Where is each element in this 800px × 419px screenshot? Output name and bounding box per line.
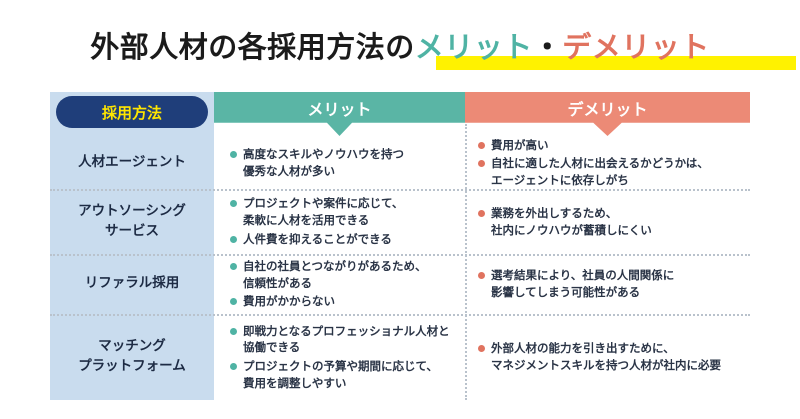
title-main: 外部人材の各採用方法の [90, 30, 415, 64]
merit-line: 信頼性がある [243, 275, 312, 290]
title-separator: ・ [532, 30, 563, 64]
demerit-item: 費用が高い [478, 137, 748, 154]
title-demerit: デメリット [562, 30, 710, 64]
method-header: 採用方法 [56, 96, 208, 128]
merit-cell: プロジェクトや案件に応じて、柔軟に人材を活用できる人件費を抑えることができる [230, 189, 462, 254]
row-divider [50, 189, 750, 191]
demerit-line: マネジメントスキルを持つ人材が社内に必要 [491, 358, 721, 372]
method-label-line: マッチング [98, 338, 166, 355]
demerit-text: 選考結果により、社員の人間関係に影響してしまう可能性がある [491, 267, 674, 300]
demerit-cell: 選考結果により、社員の人間関係に影響してしまう可能性がある [478, 254, 748, 314]
method-label: マッチングプラットフォーム [50, 314, 214, 400]
method-label-line: 人材エージェント [78, 153, 186, 170]
merit-line: 人件費を抑えることができる [243, 231, 392, 246]
demerit-line: エージェントに依存しがち [491, 172, 629, 187]
merit-cell: 即戦力となるプロフェッショナル人材と協働できるプロジェクトの予算や期間に応じて、… [230, 314, 462, 400]
method-label-line: プラットフォーム [78, 358, 186, 374]
merit-line: 協働できる [243, 340, 301, 355]
demerit-line: 選考結果により、社員の人間関係に [491, 268, 675, 283]
bullet-dot-icon [478, 141, 485, 149]
bullet-dot-icon [478, 160, 485, 168]
demerit-line: 自社に適した人材に出会えるかどうかは、 [491, 156, 709, 171]
merit-line: 柔軟に人材を活用できる [243, 213, 370, 228]
bullet-dot-icon [230, 150, 237, 158]
bullet-dot-icon [230, 327, 237, 335]
merit-item: プロジェクトの予算や期間に応じて、費用を調整しやすい [230, 358, 462, 391]
demerit-line: 影響してしまう可能性がある [491, 285, 641, 299]
merit-cell: 自社の社員とつながりがあるため、信頼性がある費用がかからない [230, 254, 462, 314]
demerit-text: 外部人材の能力を引き出すために、マネジメントスキルを持つ人材が社内に必要 [491, 340, 721, 373]
method-label-text: 人材エージェント [78, 153, 186, 173]
demerit-cell: 外部人材の能力を引き出すために、マネジメントスキルを持つ人材が社内に必要 [478, 314, 748, 400]
merit-item: 即戦力となるプロフェッショナル人材と協働できる [230, 323, 462, 356]
demerit-item: 選考結果により、社員の人間関係に影響してしまう可能性がある [478, 267, 748, 300]
demerit-cell: 費用が高い自社に適した人材に出会えるかどうかは、エージェントに依存しがち [478, 136, 748, 189]
demerit-line: 外部人材の能力を引き出すために、 [491, 341, 675, 356]
bullet-dot-icon [478, 272, 485, 280]
method-label-text: リファラル採用 [85, 274, 180, 294]
demerit-text: 自社に適した人材に出会えるかどうかは、エージェントに依存しがち [491, 155, 709, 188]
merit-line: 費用を調整しやすい [243, 375, 347, 390]
merit-line: 高度なスキルやノウハウを持つ [243, 146, 404, 161]
merit-text: 高度なスキルやノウハウを持つ優秀な人材が多い [243, 146, 404, 179]
column-divider [465, 124, 467, 400]
title-merit: メリット [414, 30, 533, 64]
method-label-line: アウトソーシング [78, 202, 186, 219]
merit-item: 人件費を抑えることができる [230, 231, 462, 248]
merit-line: プロジェクトや案件に応じて、 [243, 196, 404, 211]
demerit-line: 費用が高い [491, 137, 549, 152]
method-column [50, 92, 214, 400]
method-label-line: リファラル採用 [84, 275, 180, 292]
merit-item: プロジェクトや案件に応じて、柔軟に人材を活用できる [230, 195, 462, 228]
comparison-table: 採用方法 メリット デメリット 人材エージェント 高度なスキルやノウハウを持つ優秀… [50, 92, 750, 400]
demerit-item: 自社に適した人材に出会えるかどうかは、エージェントに依存しがち [478, 155, 748, 188]
merit-item: 高度なスキルやノウハウを持つ優秀な人材が多い [230, 146, 462, 179]
merit-text: 即戦力となるプロフェッショナル人材と協働できる [243, 323, 450, 356]
bullet-dot-icon [230, 363, 237, 370]
merit-header: メリット [307, 99, 372, 119]
row-divider [50, 314, 750, 316]
demerit-item: 外部人材の能力を引き出すために、マネジメントスキルを持つ人材が社内に必要 [478, 340, 748, 373]
merit-item: 費用がかからない [230, 293, 462, 310]
merit-text: 人件費を抑えることができる [243, 231, 392, 248]
merit-line: 費用がかからない [243, 294, 335, 309]
merit-text: プロジェクトや案件に応じて、柔軟に人材を活用できる [243, 195, 403, 228]
bullet-dot-icon [230, 235, 237, 243]
bullet-dot-icon [478, 345, 485, 353]
bullet-dot-icon [478, 209, 485, 217]
bullet-dot-icon [230, 298, 237, 306]
merit-text: 費用がかからない [243, 293, 335, 310]
merit-line: 優秀な人材が多い [243, 163, 335, 178]
demerit-item: 業務を外出しするため、社内にノウハウが蓄積しにくい [478, 205, 748, 238]
demerit-text: 業務を外出しするため、社内にノウハウが蓄積しにくい [491, 205, 652, 238]
merit-text: 自社の社員とつながりがあるため、信頼性がある [243, 258, 427, 291]
merit-cell: 高度なスキルやノウハウを持つ優秀な人材が多い [230, 136, 462, 189]
title-text: 外部人材の各採用方法のメリット・デメリット [90, 22, 797, 72]
page-title: 外部人材の各採用方法のメリット・デメリット [0, 22, 800, 72]
method-label-text: アウトソーシングサービス [78, 202, 186, 241]
demerit-cell: 業務を外出しするため、社内にノウハウが蓄積しにくい [478, 189, 748, 254]
demerit-header: デメリット [567, 99, 648, 119]
method-label: アウトソーシングサービス [50, 189, 214, 254]
merit-item: 自社の社員とつながりがあるため、信頼性がある [230, 258, 462, 291]
merit-line: 自社の社員とつながりがあるため、 [243, 258, 427, 273]
bullet-dot-icon [230, 262, 237, 270]
merit-line: 即戦力となるプロフェッショナル人材と [243, 323, 450, 338]
row-divider [50, 254, 750, 256]
bullet-dot-icon [230, 200, 237, 208]
title-highlight-bar [436, 56, 797, 70]
merit-line: プロジェクトの予算や期間に応じて、 [243, 359, 438, 373]
demerit-line: 業務を外出しするため、 [491, 205, 618, 220]
demerit-line: 社内にノウハウが蓄積しにくい [491, 222, 652, 237]
merit-text: プロジェクトの予算や期間に応じて、費用を調整しやすい [243, 358, 438, 391]
method-label-line: サービス [104, 222, 159, 239]
method-label-text: マッチングプラットフォーム [78, 337, 186, 376]
demerit-text: 費用が高い [491, 137, 549, 154]
method-label: 人材エージェント [50, 136, 214, 189]
method-label: リファラル採用 [50, 254, 214, 314]
